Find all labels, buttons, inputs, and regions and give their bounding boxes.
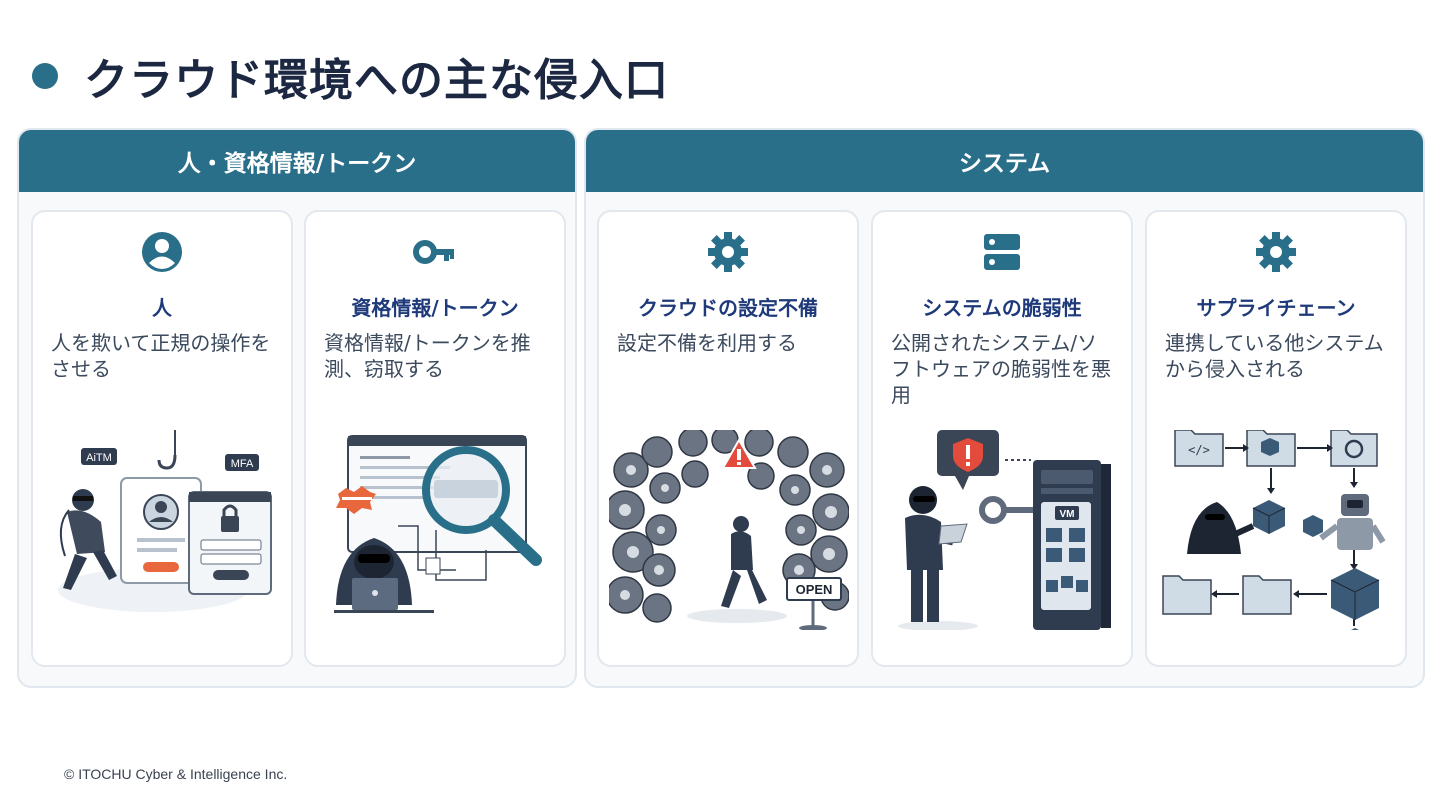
card-credentials-tokens: 資格情報/トークン 資格情報/トークンを推測、窃取する bbox=[304, 210, 566, 667]
open-gate-illustration: OPEN bbox=[609, 430, 849, 630]
credential-theft-illustration bbox=[334, 435, 542, 613]
vulnerability-exploit-illustration: VM bbox=[898, 430, 1111, 630]
card-people: 人 人を欺いて正規の操作をさせる AiTM MFA bbox=[31, 210, 293, 667]
supply-chain-illustration: </> bbox=[1162, 430, 1386, 630]
vm-label: VM bbox=[1060, 509, 1075, 520]
card-title: 人 bbox=[152, 296, 172, 320]
key-icon bbox=[306, 230, 564, 274]
gear-icon bbox=[599, 230, 857, 274]
group-header: システム bbox=[586, 130, 1423, 192]
card-supply-chain: サプライチェーン 連携している他システムから侵入される </> bbox=[1145, 210, 1407, 667]
group-header: 人・資格情報/トークン bbox=[19, 130, 575, 192]
group-people-credentials: 人・資格情報/トークン 人 人を欺いて正規の操作をさせる AiTM MFA bbox=[17, 128, 577, 688]
card-title: クラウドの設定不備 bbox=[638, 296, 818, 320]
card-description: 資格情報/トークンを推測、窃取する bbox=[324, 331, 531, 381]
svg-text:</>: </> bbox=[1188, 443, 1210, 457]
card-system-vulnerability: システムの脆弱性 公開されたシステム/ソフトウェアの脆弱性を悪用 VM bbox=[871, 210, 1133, 667]
title-bullet bbox=[32, 63, 58, 89]
card-description: 人を欺いて正規の操作をさせる bbox=[51, 331, 271, 381]
card-title: サプライチェーン bbox=[1196, 296, 1356, 320]
card-description: 公開されたシステム/ソフトウェアの脆弱性を悪用 bbox=[891, 331, 1111, 407]
card-description: 連携している他システムから侵入される bbox=[1165, 331, 1384, 381]
phishing-illustration: AiTM MFA bbox=[58, 430, 272, 612]
person-circle-icon bbox=[33, 230, 291, 274]
card-title: 資格情報/トークン bbox=[351, 296, 519, 320]
open-sign-text: OPEN bbox=[796, 582, 833, 597]
copyright-footer: © ITOCHU Cyber & Intelligence Inc. bbox=[64, 766, 288, 782]
card-cloud-misconfiguration: クラウドの設定不備 設定不備を利用する bbox=[597, 210, 859, 667]
mfa-badge: MFA bbox=[231, 458, 254, 470]
card-title: システムの脆弱性 bbox=[922, 296, 1082, 320]
slide-title: クラウド環境への主な侵入口 bbox=[84, 55, 669, 106]
group-system: システム クラウドの設定不備 設定不備を利用する bbox=[584, 128, 1425, 688]
card-description: 設定不備を利用する bbox=[617, 331, 797, 355]
aitm-badge: AiTM bbox=[86, 452, 112, 464]
server-icon bbox=[873, 230, 1131, 274]
gear-icon bbox=[1147, 230, 1405, 274]
slide-title-area: クラウド環境への主な侵入口 bbox=[32, 44, 669, 108]
